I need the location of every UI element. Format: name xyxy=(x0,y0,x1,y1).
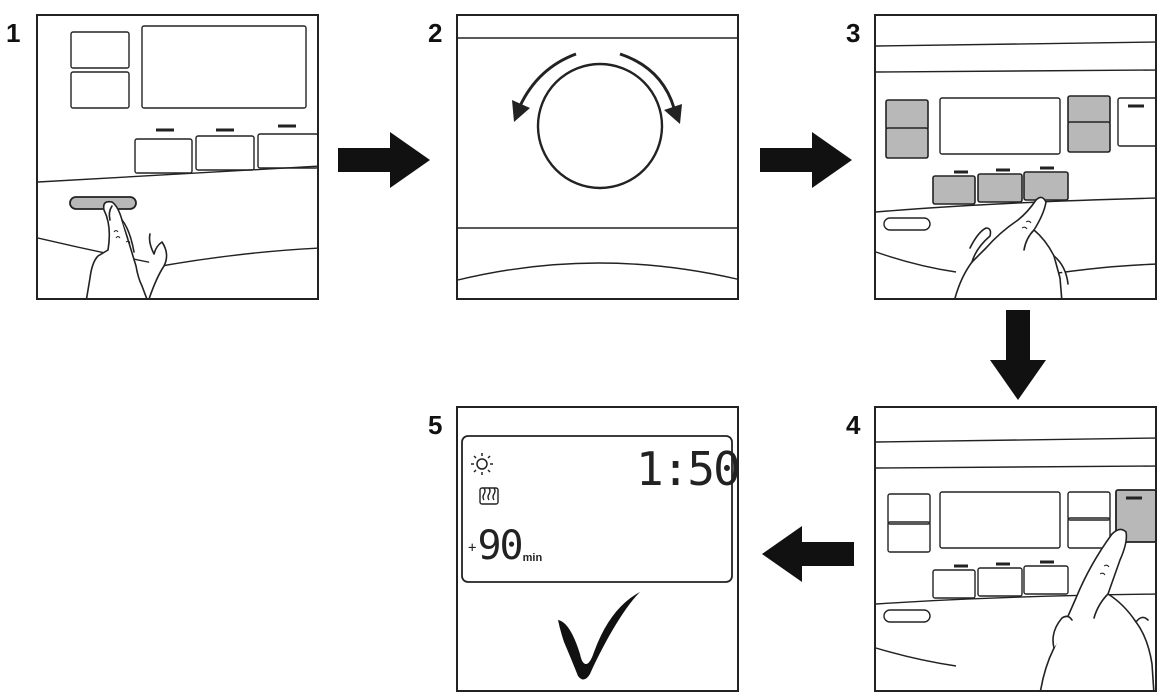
step-number-2: 2 xyxy=(428,18,443,48)
arrow-icon xyxy=(338,132,430,188)
arrow-icon xyxy=(762,526,854,582)
step-5-panel: 1:50 + 90 min xyxy=(456,406,739,692)
step-3-panel xyxy=(874,14,1157,300)
step-number-3: 3 xyxy=(846,18,861,48)
time-readout: 1:50 xyxy=(636,442,739,496)
step-number-5: 5 xyxy=(428,410,443,440)
finger-press-button-icon xyxy=(38,25,317,298)
extra-unit: min xyxy=(522,552,543,564)
extra-value: 90 xyxy=(477,523,523,569)
finger-press-option-button-icon xyxy=(876,41,1155,298)
steam-icon xyxy=(479,487,499,505)
rotary-knob-rotate-icon xyxy=(458,37,737,281)
step-1-panel xyxy=(36,14,319,300)
arrow-icon xyxy=(760,132,852,188)
sun-icon xyxy=(471,453,493,475)
step-number-4: 4 xyxy=(846,410,861,440)
extra-sign: + xyxy=(468,540,477,556)
step-2-panel xyxy=(456,14,739,300)
lcd-display xyxy=(461,435,733,583)
display-panel-drawing xyxy=(461,435,733,583)
checkmark-icon xyxy=(558,592,640,680)
finger-press-side-button-icon xyxy=(876,437,1155,690)
step-4-panel xyxy=(874,406,1157,692)
arrow-icon xyxy=(990,310,1046,400)
step-number-1: 1 xyxy=(6,18,21,48)
extra-time-readout: + 90 min xyxy=(468,526,542,566)
